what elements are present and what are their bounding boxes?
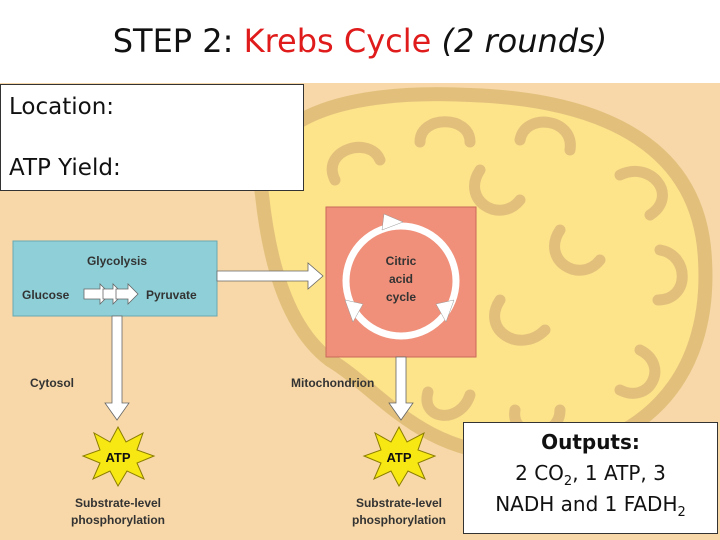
citric-acid-box	[325, 206, 477, 358]
glycolysis-arrows	[83, 283, 139, 305]
title-step: STEP 2:	[112, 22, 234, 60]
mitochondrion-outer	[253, 87, 713, 463]
mitochondrion-cristae	[326, 116, 688, 438]
atp-label-left: ATP	[105, 450, 130, 465]
outputs-fadh: NADH and 1 FADH	[495, 492, 678, 516]
cycle-arrow-left	[344, 299, 364, 323]
outputs-heading: Outputs:	[541, 430, 640, 454]
mitochondrion-label: Mitochondrion	[291, 376, 374, 390]
outputs-fadh-sub: 2	[677, 505, 686, 520]
arrow-down-right	[388, 356, 414, 421]
page-title: STEP 2: Krebs Cycle (2 rounds)	[0, 22, 720, 60]
substrate-left-1: Substrate-level	[75, 496, 161, 510]
glycolysis-label: Glycolysis	[87, 254, 147, 268]
atp-yield-label: ATP Yield:	[9, 155, 121, 181]
atp-star-left: ATP	[81, 425, 156, 488]
title-rounds: (2 rounds)	[441, 22, 608, 60]
atp-star-right: ATP	[362, 425, 437, 488]
cytosol-label: Cytosol	[30, 376, 74, 390]
location-atp-box: Location: ATP Yield:	[0, 84, 304, 191]
citric-cycle-ring	[342, 222, 460, 340]
citric-label-3: cycle	[386, 290, 416, 304]
citric-label-2: acid	[389, 272, 413, 286]
arrow-down-left	[104, 315, 130, 421]
substrate-right-1: Substrate-level	[356, 496, 442, 510]
substrate-right-2: phosphorylation	[352, 513, 446, 527]
pyruvate-label: Pyruvate	[146, 288, 197, 302]
atp-label-right: ATP	[386, 450, 411, 465]
glucose-label: Glucose	[22, 288, 70, 302]
substrate-left-2: phosphorylation	[71, 513, 165, 527]
outputs-co2: 2 CO	[515, 461, 564, 485]
glycolysis-box	[12, 240, 218, 317]
outputs-line-1: 2 CO2, 1 ATP, 3	[464, 458, 717, 489]
cycle-arrow-right	[435, 299, 455, 323]
arrow-to-citric	[216, 262, 324, 290]
location-label: Location:	[9, 94, 115, 120]
cycle-arrow-top	[381, 213, 404, 231]
title-krebs: Krebs Cycle	[243, 22, 432, 60]
outputs-atp-nadh: , 1 ATP, 3	[572, 461, 666, 485]
outputs-co2-sub: 2	[563, 474, 573, 489]
krebs-diagram: Citric acid cycle Glycolysis Glucose Pyr…	[0, 83, 720, 540]
citric-label-1: Citric	[386, 254, 417, 268]
outputs-box: Outputs: 2 CO2, 1 ATP, 3 NADH and 1 FADH…	[463, 422, 718, 534]
outputs-line-2: NADH and 1 FADH2	[464, 489, 717, 520]
